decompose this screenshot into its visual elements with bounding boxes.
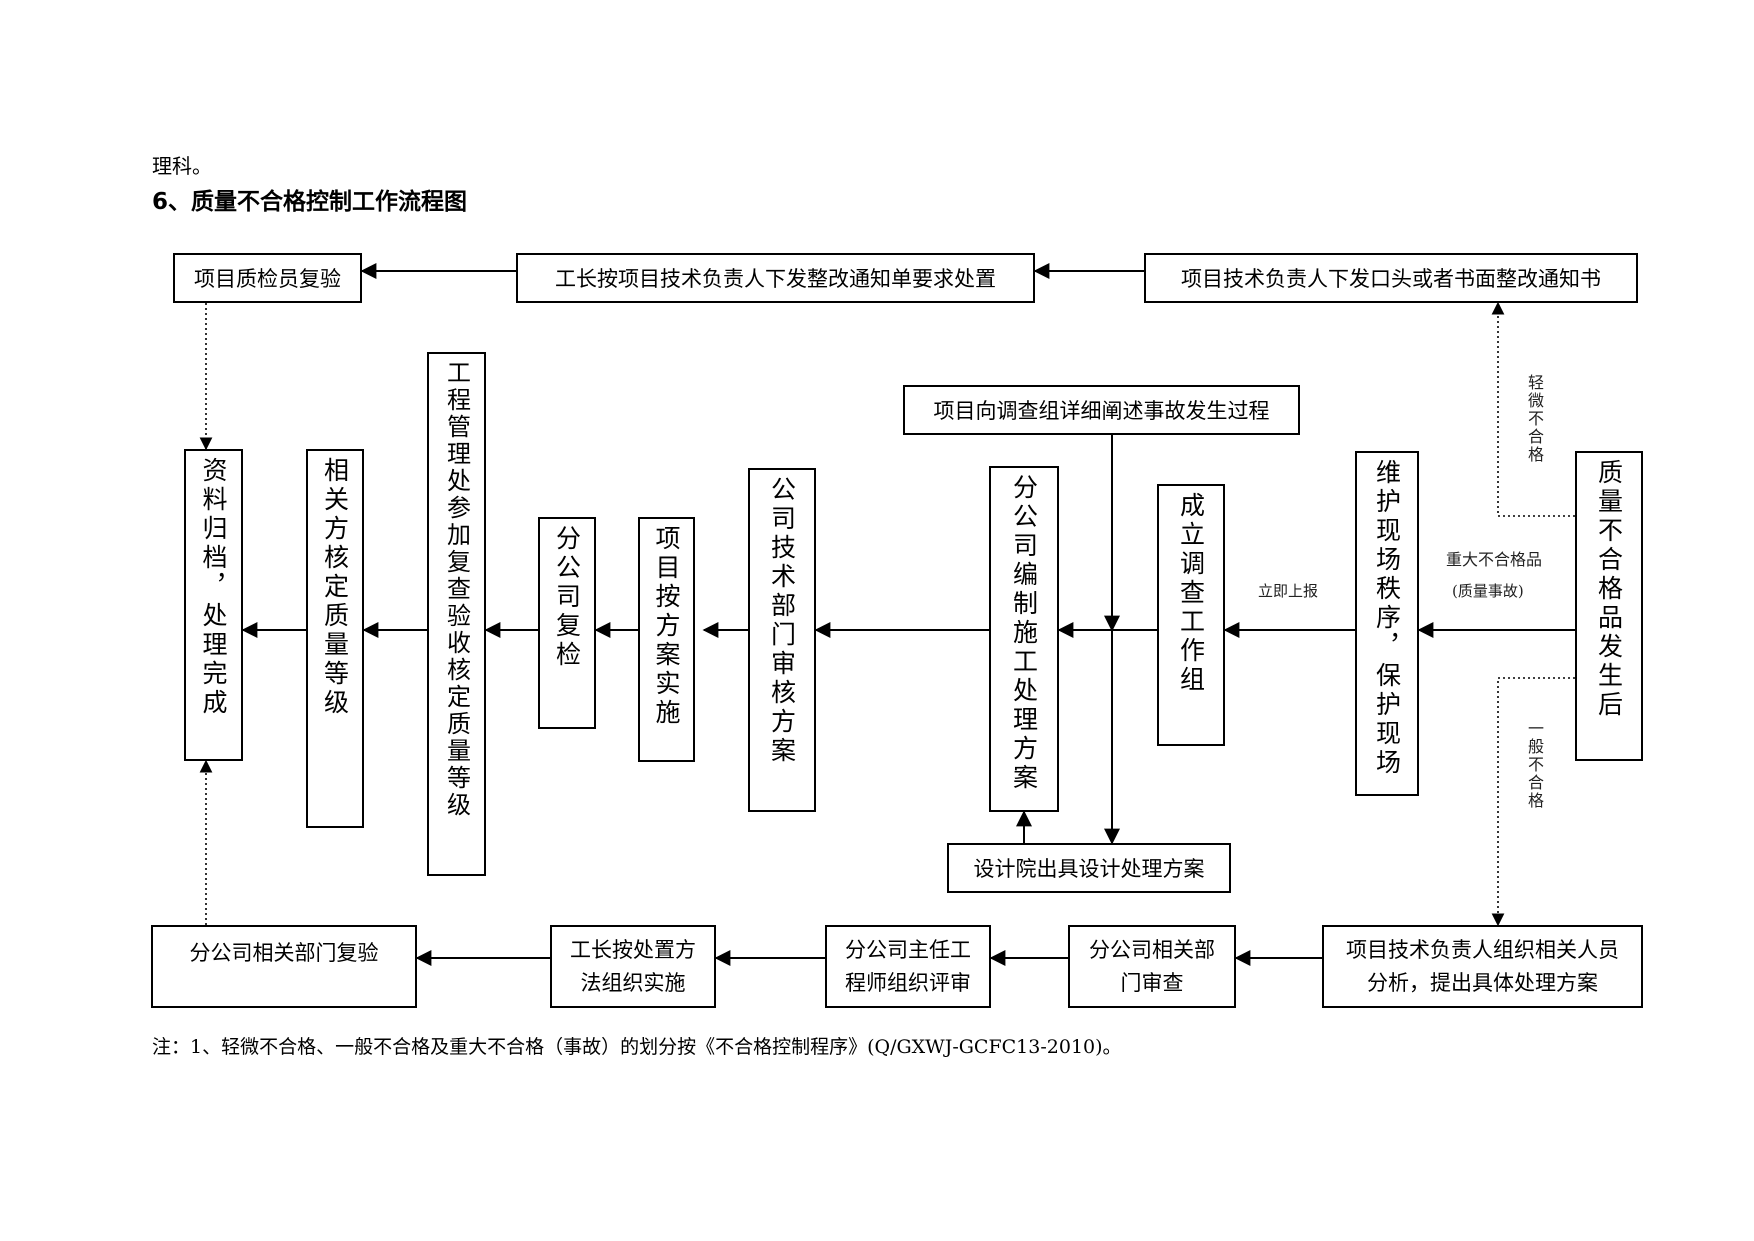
dotted-minor-path (1491, 301, 1575, 517)
box-tech-notice-label: 项目技术负责人下发口头或者书面整改通知书 (1181, 267, 1601, 291)
box-archive: 资料归档，处理完成 (184, 449, 243, 761)
box-foreman-rectify: 工长按项目技术负责人下发整改通知单要求处置 (516, 253, 1035, 303)
box-grade-related: 相关方核定质量等级 (306, 449, 364, 828)
box-archive-label: 资料归档，处理完成 (199, 457, 228, 718)
label-major-sub: (质量事故) (1452, 582, 1524, 600)
box-branch-dept-recheck: 分公司相关部门复验 (151, 925, 417, 1008)
label-report: 立即上报 (1258, 582, 1319, 600)
box-recheck-inspector-label: 项目质检员复验 (194, 267, 341, 291)
box-design-plan-label: 设计院出具设计处理方案 (973, 857, 1205, 881)
box-chief-engineer: 分公司主任工 程师组织评审 (825, 925, 991, 1008)
box-describe-process: 项目向调查组详细阐述事故发生过程 (903, 385, 1300, 435)
box-tech-analysis: 项目技术负责人组织相关人员 分析，提出具体处理方案 (1322, 925, 1643, 1008)
box-protect-site: 维护现场秩序，保护现场 (1355, 451, 1419, 796)
box-foreman-rectify-label: 工长按项目技术负责人下发整改通知单要求处置 (555, 267, 996, 291)
box-occurrence-label: 质量不合格品发生后 (1594, 459, 1624, 720)
box-investigation: 成立调查工作组 (1157, 484, 1225, 746)
box-branch-plan-label: 分公司编制施工处理方案 (1009, 474, 1039, 793)
box-branch-recheck-label: 分公司复检 (552, 525, 582, 670)
box-foreman-implement-label: 工长按处置方 法组织实施 (570, 937, 696, 995)
box-branch-dept-recheck-label: 分公司相关部门复验 (189, 941, 379, 965)
box-implement-plan: 项目按方案实施 (638, 517, 695, 762)
box-tech-analysis-label: 项目技术负责人组织相关人员 分析，提出具体处理方案 (1346, 937, 1619, 995)
box-branch-recheck: 分公司复检 (538, 517, 596, 729)
box-branch-dept-review: 分公司相关部 门审查 (1068, 925, 1236, 1008)
page-heading: 6、质量不合格控制工作流程图 (152, 189, 468, 215)
box-chief-engineer-label: 分公司主任工 程师组织评审 (845, 937, 971, 995)
box-investigation-label: 成立调查工作组 (1176, 492, 1206, 695)
box-tech-notice: 项目技术负责人下发口头或者书面整改通知书 (1144, 253, 1638, 303)
box-eng-mgmt: 工程管理处参加复查验收核定质量等级 (427, 352, 486, 876)
box-branch-dept-review-label: 分公司相关部 门审查 (1089, 937, 1215, 995)
box-implement-plan-label: 项目按方案实施 (652, 525, 681, 728)
label-general: 一般不合格 (1525, 720, 1544, 810)
box-protect-site-label: 维护现场秩序，保护现场 (1372, 459, 1402, 778)
box-company-tech-label: 公司技术部门审核方案 (767, 476, 797, 766)
lead-text: 理科。 (152, 154, 212, 178)
box-eng-mgmt-label: 工程管理处参加复查验收核定质量等级 (442, 360, 471, 819)
dotted-general-path (1491, 677, 1575, 927)
box-company-tech: 公司技术部门审核方案 (748, 468, 816, 812)
box-grade-related-label: 相关方核定质量等级 (320, 457, 350, 718)
box-design-plan: 设计院出具设计处理方案 (947, 843, 1231, 893)
box-branch-plan: 分公司编制施工处理方案 (989, 466, 1059, 812)
footnote: 注：1、轻微不合格、一般不合格及重大不合格（事故）的划分按《不合格控制程序》(Q… (152, 1036, 1122, 1058)
label-major: 重大不合格品 (1446, 550, 1543, 569)
box-describe-process-label: 项目向调查组详细阐述事故发生过程 (933, 399, 1270, 423)
box-foreman-implement: 工长按处置方 法组织实施 (550, 925, 716, 1008)
box-recheck-inspector: 项目质检员复验 (173, 253, 362, 303)
label-minor: 轻微不合格 (1525, 374, 1544, 464)
box-occurrence: 质量不合格品发生后 (1575, 451, 1643, 761)
